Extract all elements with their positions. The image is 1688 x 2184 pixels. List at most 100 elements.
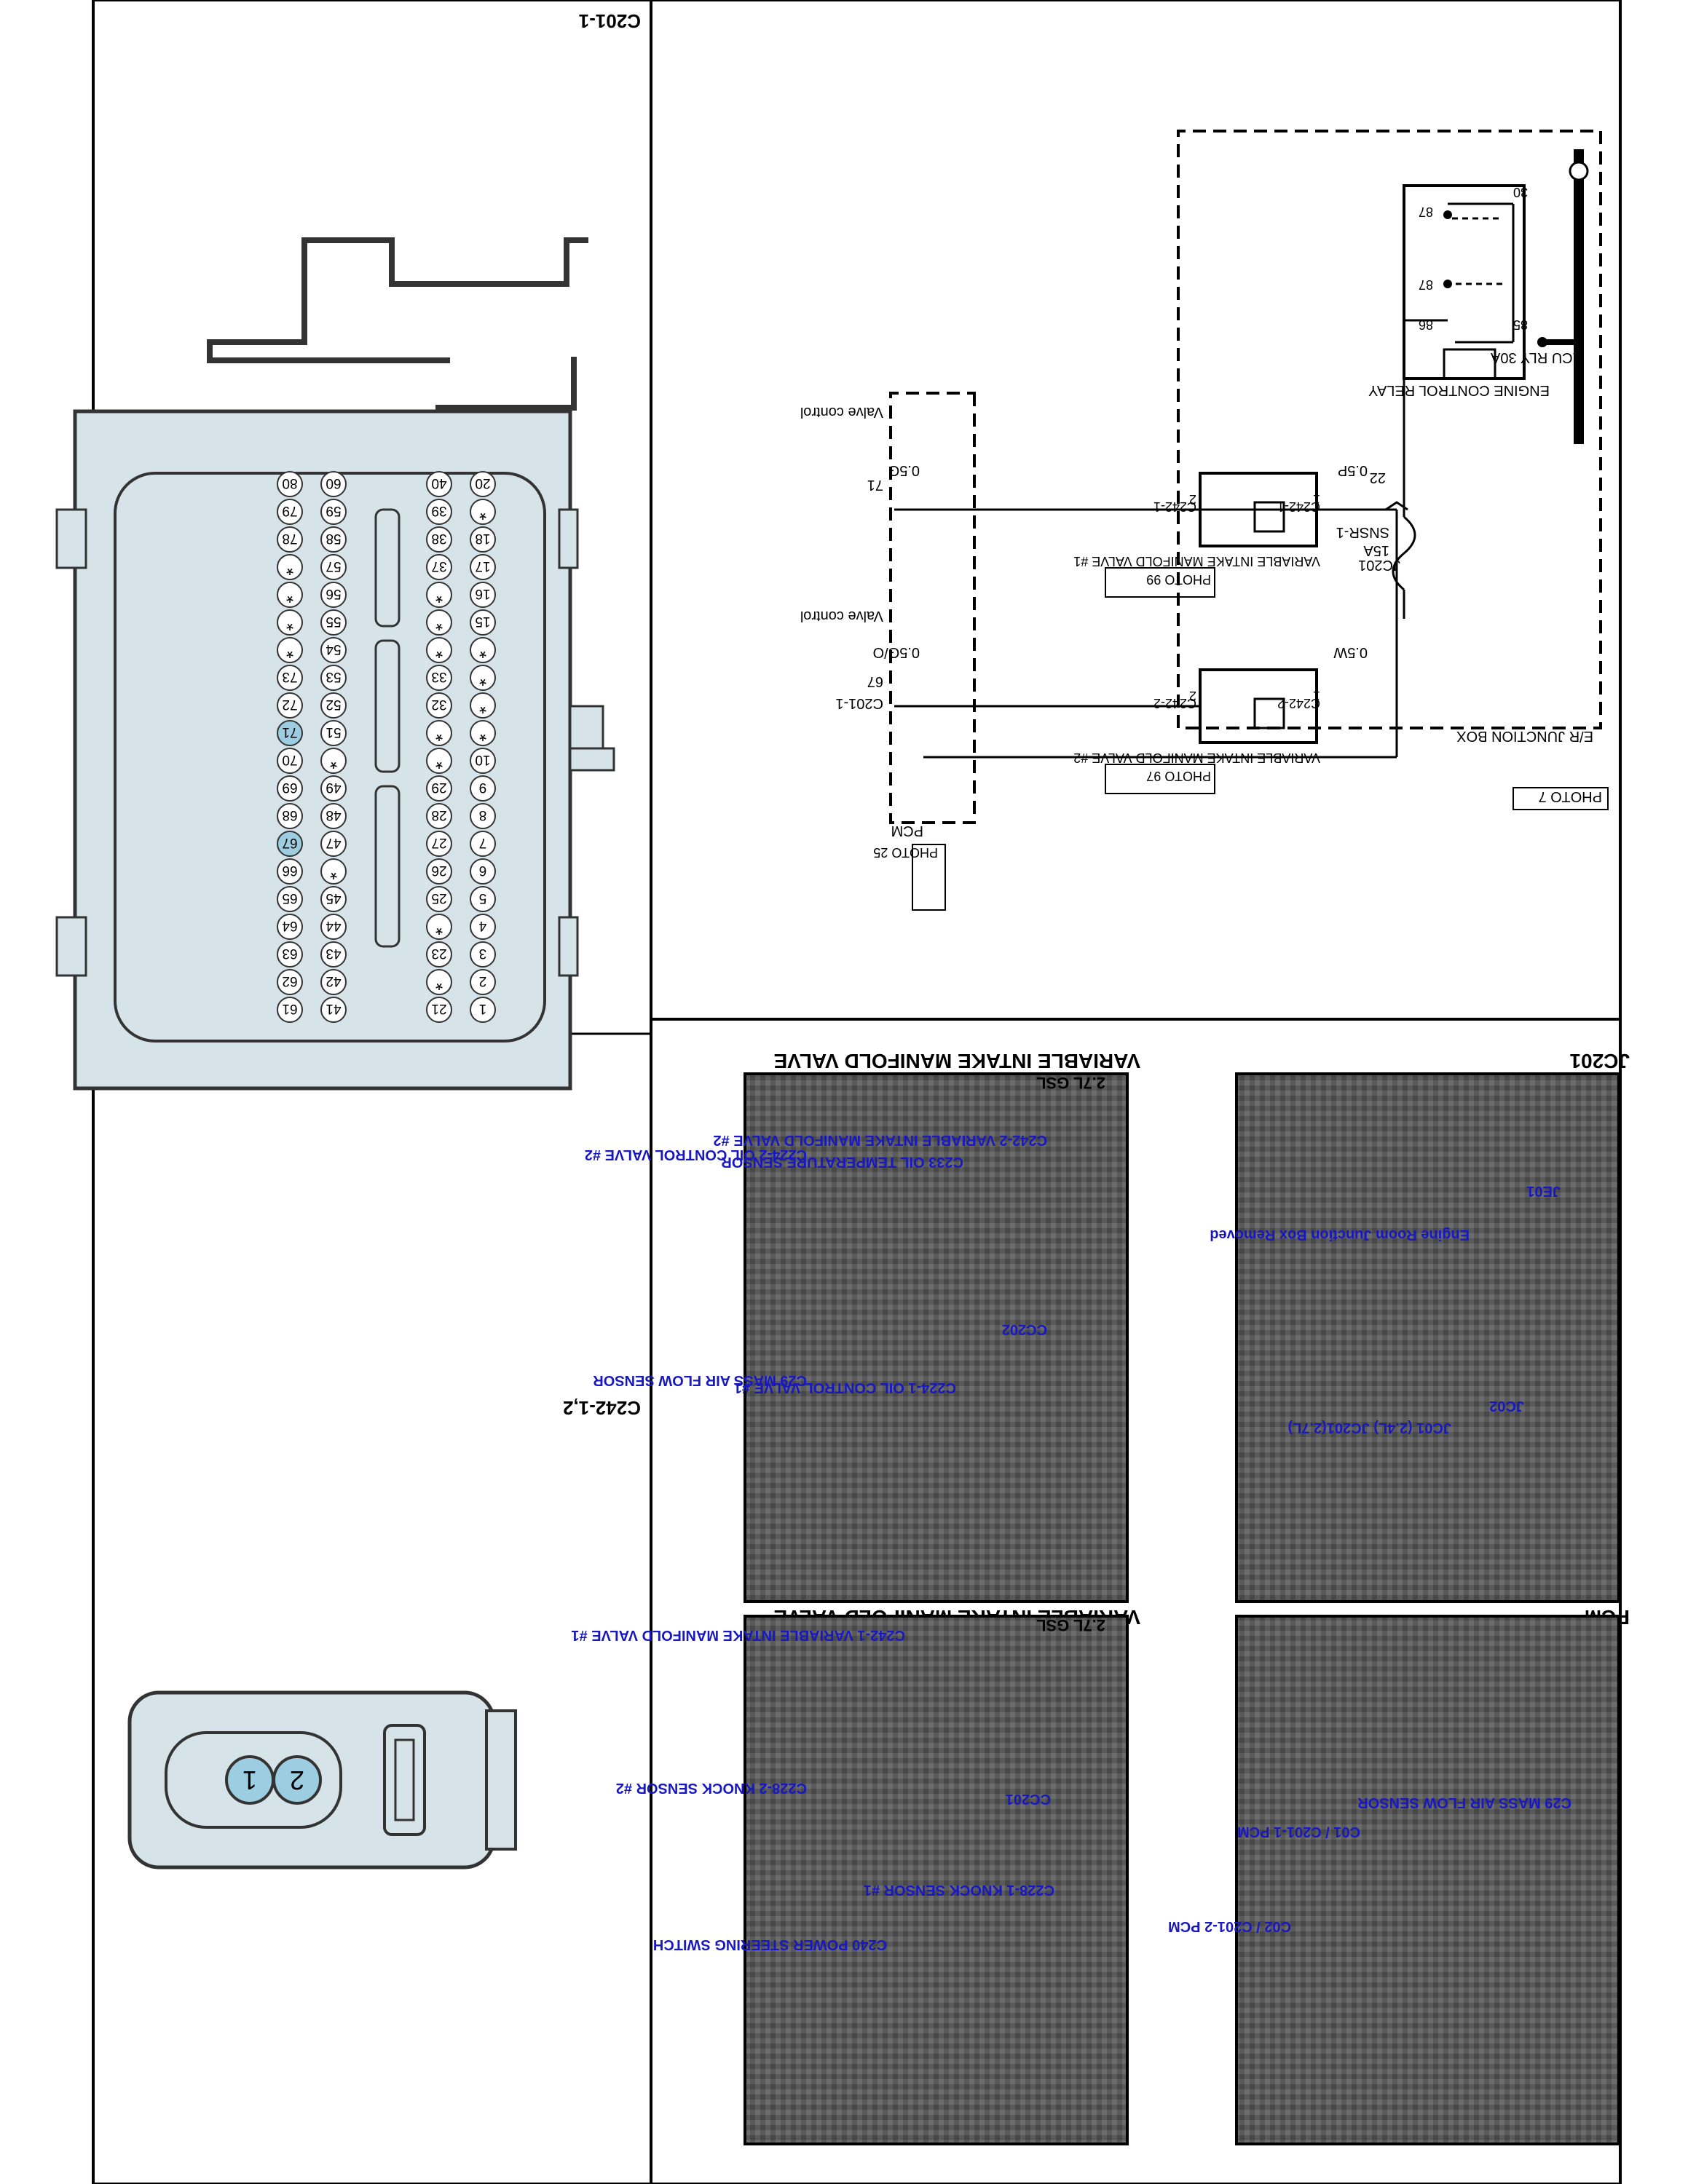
c201-pin-label: 3 — [479, 946, 487, 961]
valve1-conn-bot: C242-1 — [1153, 499, 1196, 514]
relay-fuse-label: ECU RLY 30A — [1490, 349, 1582, 365]
c201-pin-circle — [470, 748, 496, 774]
c201-pin-circle — [426, 775, 452, 802]
c201-pin-label: * — [435, 724, 443, 745]
c201-pin-label: 51 — [326, 724, 341, 740]
c201-pin-circle — [277, 692, 303, 719]
c201-pin-circle — [426, 665, 452, 691]
relay-pin-30: 30 — [1513, 185, 1528, 199]
vimv1-c242-2: C242-2 VARIABLE INTAKE MANIFOLD VALVE #2 — [713, 1132, 1047, 1148]
c201-pin-circle — [426, 914, 452, 940]
valve2-name: VARIABLE INTAKE MANIFOLD VALVE #2 — [1073, 751, 1320, 765]
c201-pin-circle — [470, 803, 496, 829]
c201-pin-label: 54 — [326, 641, 342, 657]
pcm-label: PCM — [891, 823, 923, 839]
pcm-pin-67: 67 — [867, 673, 883, 689]
c201-pin-label: 56 — [326, 586, 341, 601]
c201-pin-circle — [277, 665, 303, 691]
c201-pin-label: * — [435, 751, 443, 773]
c201-pin-circle — [320, 969, 347, 995]
c201-pin-label: 60 — [326, 475, 341, 491]
c201-pin-label: 18 — [475, 531, 490, 546]
c201-pin-label: 32 — [431, 697, 446, 712]
c201-pin-label: 53 — [326, 669, 341, 684]
jc201-je01: JE01 — [1526, 1183, 1561, 1199]
c201-pin-label: 25 — [431, 890, 446, 906]
relay-pin-87a: 87 — [1419, 205, 1433, 219]
c201-pin-label: 71 — [282, 724, 297, 740]
vimv2-c242-1: C242-1 VARIABLE INTAKE MANIFOLD VALVE #1 — [571, 1627, 905, 1643]
valve2-pin-bot: 2 — [1189, 689, 1196, 703]
junction-conn: JC201 — [1358, 557, 1400, 573]
c201-pin-label: 2 — [479, 973, 487, 989]
c201-pin-circle — [277, 748, 303, 774]
junction-photo-label: PHOTO 7 — [1539, 788, 1602, 804]
c201-pin-label: 59 — [326, 503, 341, 518]
valve1-pin-bot: 2 — [1189, 492, 1196, 507]
c201-pin-circle — [426, 886, 452, 912]
c201-pin-circle — [426, 969, 452, 995]
c201-pin-label: 26 — [431, 863, 446, 878]
wire-g: 0.5G — [888, 462, 920, 478]
c201-pin-label: 62 — [282, 973, 297, 989]
valve2-pin-top: 1 — [1313, 689, 1320, 703]
c201-pin-circle — [470, 471, 496, 497]
c201-pin-circle — [470, 775, 496, 802]
relay-pin-85: 85 — [1513, 317, 1528, 332]
fuse-rating: 15A — [1363, 542, 1389, 558]
c201-pin-label: 44 — [326, 918, 342, 933]
c201-pin-label: * — [479, 641, 486, 662]
c201-pin-circle — [277, 637, 303, 663]
c201-pin-label: 73 — [282, 669, 297, 684]
c201-pin-circle — [320, 665, 347, 691]
vimv2-cc201: CC201 — [1006, 1791, 1051, 1807]
c201-pin-circle — [320, 637, 347, 663]
c201-pin-circle — [470, 582, 496, 608]
vimv1-c224-2: C224-2 OIL CONTROL VALVE #2 — [585, 1147, 807, 1163]
valve1-name: VARIABLE INTAKE MANIFOLD VALVE #1 — [1073, 554, 1320, 569]
c201-pin-label: 64 — [282, 918, 298, 933]
c201-pin-label: * — [479, 502, 486, 524]
c201-pin-circle — [320, 886, 347, 912]
c201-pin-label: * — [435, 641, 443, 662]
panel-title-vimv-1: VARIABLE INTAKE MANIFOLD VALVE — [774, 1050, 1140, 1072]
c201-pin-circle — [470, 609, 496, 636]
c242-pin-2: 2 — [290, 1765, 304, 1795]
c201-pin-label: * — [286, 641, 293, 662]
c201-pin-label: 67 — [282, 835, 297, 850]
relay-label: ENGINE CONTROL RELAY — [1368, 382, 1550, 398]
c201-pin-label: 7 — [479, 835, 487, 850]
c201-pin-label: 58 — [326, 531, 341, 546]
jc201-jc02: JC02 — [1489, 1398, 1524, 1414]
c201-pin-circle — [470, 554, 496, 580]
photo-vimv-2: 2.7L GSL C242-1 VARIABLE INTAKE MANIFOLD… — [571, 1615, 1129, 2145]
wire-go: 0.5G/O — [873, 644, 920, 660]
c201-pin-circle — [320, 582, 347, 608]
c201-pin-label: 40 — [431, 475, 446, 491]
c201-pin-label: 61 — [282, 1001, 297, 1016]
c201-pin-label: * — [330, 862, 337, 884]
c201-pin-circle — [470, 969, 496, 995]
c201-pin-label: 4 — [478, 918, 486, 933]
valve2-conn-top: C242-2 — [1277, 696, 1320, 711]
c201-pin-label: 43 — [326, 946, 341, 961]
pcm-c02: C02 / C201-2 PCM — [1168, 1918, 1291, 1934]
c201-pin-circle — [277, 803, 303, 829]
c201-pin-label: 48 — [326, 807, 341, 823]
c201-pin-circle — [320, 692, 347, 719]
c201-pin-circle — [320, 471, 347, 497]
c201-pin-circle — [277, 775, 303, 802]
c201-pin-label: 42 — [326, 973, 341, 989]
c201-pin-circle — [426, 637, 452, 663]
panel-title-jc201: JC201 — [1569, 1050, 1630, 1072]
c201-pin-label: * — [435, 973, 443, 994]
c201-pin-circle — [277, 582, 303, 608]
c201-pin-label: 16 — [475, 586, 490, 601]
c201-pin-circle — [277, 886, 303, 912]
c201-pin-circle — [426, 997, 452, 1023]
c201-pin-label: 39 — [431, 503, 446, 518]
c201-pin-circle — [320, 775, 347, 802]
